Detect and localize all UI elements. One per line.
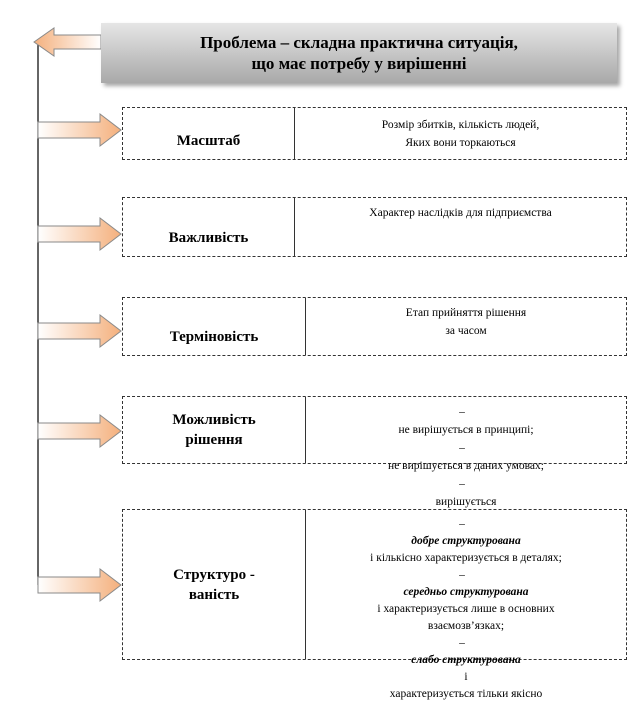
- dash-bullet: –: [459, 478, 465, 490]
- row-label-text: Терміновість: [169, 329, 259, 345]
- desc-line: – вирішується: [436, 475, 497, 511]
- diagram-canvas: [33, 27, 122, 603]
- desc-line: Яких вони торкаються: [405, 137, 516, 149]
- desc-line: і характеризується лише в основних: [377, 603, 555, 615]
- arrow-to-row-4: [37, 413, 122, 449]
- desc-line: характеризується тільки якісно: [389, 688, 543, 700]
- row-masshtab: Масштаб Розмір збитків, кількість людей,…: [122, 107, 627, 160]
- dash-bullet: –: [459, 637, 465, 649]
- row-description: – не вирішується в принципі; – не вирішуєт…: [306, 397, 626, 508]
- desc-text: і: [464, 671, 468, 683]
- row-label-text: ваність: [188, 586, 240, 603]
- row-label: Структуро - ваність: [123, 510, 306, 659]
- dash-bullet: –: [459, 406, 465, 418]
- row-label-text: Масштаб: [176, 133, 241, 149]
- desc-emphasis: середньо структурована: [403, 586, 529, 598]
- arrow-to-title: [33, 27, 102, 57]
- row-description: Характер наслідків для підприємства: [295, 198, 626, 256]
- row-label-text: Можливість: [172, 412, 256, 428]
- desc-text: не вирішується в принципі;: [398, 424, 534, 436]
- row-description: – добре структурована і кількісно характе…: [306, 510, 626, 700]
- desc-text: вирішується: [435, 496, 497, 508]
- desc-line: Розмір збитків, кількість людей,: [381, 119, 540, 131]
- desc-line: – слабо структурована і: [411, 635, 520, 686]
- desc-line: Характер наслідків для підприємства: [369, 207, 552, 219]
- dash-bullet: –: [459, 442, 465, 454]
- row-strukturovanist: Структуро - ваність – добре структурована…: [122, 509, 627, 700]
- desc-emphasis: слабо структурована: [411, 654, 521, 666]
- row-label-text: рішення: [185, 432, 243, 448]
- row-label-text: Структуро -: [173, 566, 255, 583]
- row-label: Важливість: [123, 198, 295, 256]
- title-line-2: що має потребу у вирішенні: [251, 54, 467, 73]
- desc-line: за часом: [445, 325, 487, 337]
- row-label-text: Важливість: [168, 230, 249, 246]
- arrow-to-row-3: [37, 313, 122, 349]
- desc-line: взаємозв’язках;: [427, 620, 505, 632]
- desc-emphasis: добре структурована: [411, 535, 521, 547]
- row-label: Можливість рішення: [123, 397, 306, 463]
- row-description: Розмір збитків, кількість людей, Яких во…: [295, 108, 626, 159]
- arrow-to-row-2: [37, 216, 122, 252]
- desc-line: – не вирішується в принципі;: [398, 403, 533, 439]
- title-line-1: Проблема – складна практична ситуація,: [200, 33, 518, 52]
- row-vazhlyvist: Важливість Характер наслідків для підпри…: [122, 197, 627, 257]
- dash-bullet: –: [459, 518, 465, 530]
- desc-line: – не вирішується в даних умовах;: [388, 439, 544, 475]
- arrow-to-row-1: [37, 112, 122, 148]
- row-label: Терміновість: [123, 298, 306, 355]
- row-mozhlyvist-rishennia: Можливість рішення – не вирішується в при…: [122, 396, 627, 508]
- row-description: Етап прийняття рішення за часом: [306, 298, 626, 355]
- desc-text: не вирішується в даних умовах;: [388, 460, 544, 472]
- desc-line: Етап прийняття рішення: [405, 307, 527, 319]
- arrow-to-row-5: [37, 567, 122, 603]
- desc-line: – добре структурована: [411, 516, 520, 550]
- problem-title-box: Проблема – складна практична ситуація, щ…: [101, 23, 617, 83]
- dash-bullet: –: [459, 569, 465, 581]
- desc-line: і кількісно характеризується в деталях;: [370, 552, 562, 564]
- row-label: Масштаб: [123, 108, 295, 159]
- desc-line: – середньо структурована: [403, 567, 528, 601]
- row-terminovist: Терміновість Етап прийняття рішення за ч…: [122, 297, 627, 356]
